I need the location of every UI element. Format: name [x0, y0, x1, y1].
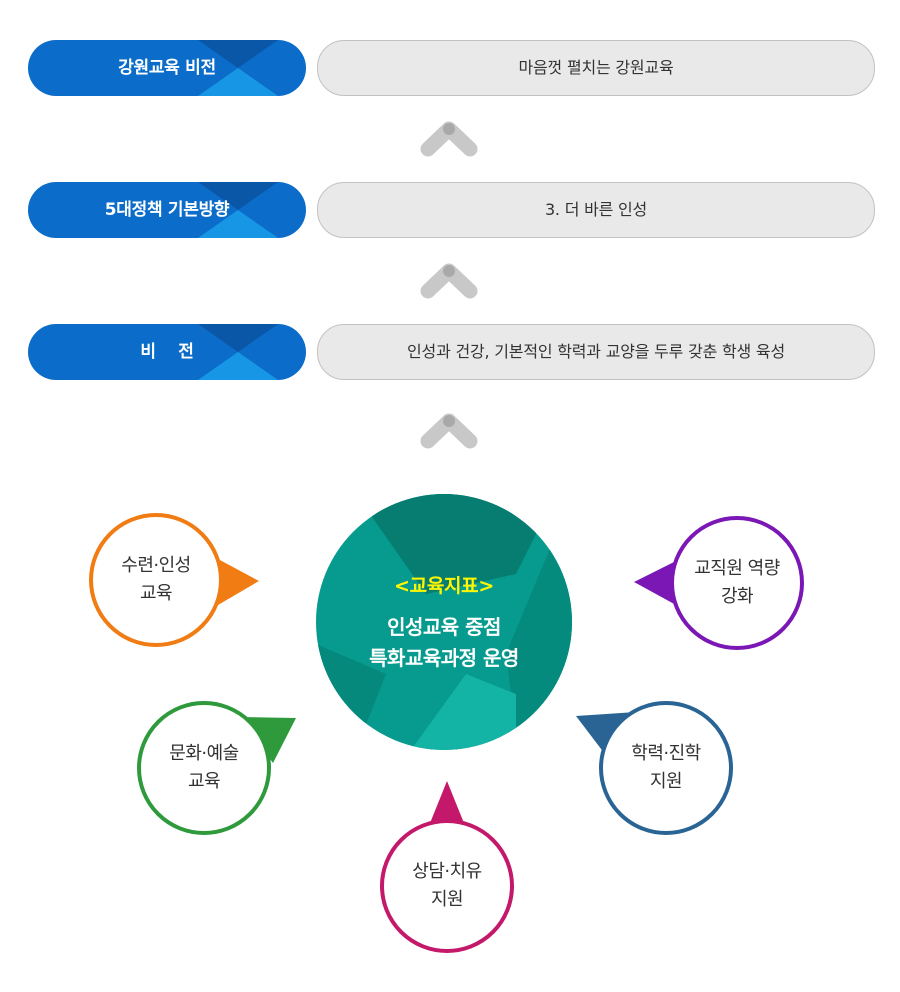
satellite-label: 학력·진학 지원 [596, 698, 736, 838]
satellite-line-2: 지원 [649, 771, 683, 792]
satellite-line-2: 지원 [430, 889, 464, 910]
satellite-line-1: 상담·치유 [412, 861, 482, 882]
center-circle [316, 494, 572, 750]
chevron-up-icon [420, 121, 478, 157]
satellite-ring [576, 701, 733, 835]
goal-label: <교육지표> [394, 574, 494, 597]
pill-decoration [198, 40, 278, 96]
satellite-label: 상담·치유 지원 [374, 813, 520, 959]
satellite-line-1: 교직원 역량 [694, 558, 780, 579]
row-policy-direction: 5대정책 기본방향 3. 더 바른 인성 [0, 181, 900, 239]
chevron-up-icon [420, 413, 478, 449]
label-text: 5대정책 기본방향 [104, 200, 230, 220]
satellite-counseling-healing: 상담·치유 지원 [374, 781, 524, 963]
satellite-staff-competency: 교직원 역량 강화 [634, 511, 814, 661]
pill-decoration [198, 182, 278, 238]
satellite-ring [89, 513, 259, 647]
satellite-line-1: 수련·인성 [121, 555, 191, 576]
label-text: 비 전 [140, 342, 194, 362]
satellite-line-1: 문화·예술 [169, 743, 239, 764]
satellite-ring [634, 516, 804, 650]
center-line-1: 인성교육 중점 [387, 614, 501, 639]
row-vision-gangwon: 강원교육 비전 마음껏 펼치는 강원교육 [0, 39, 900, 97]
value-pill: 3. 더 바른 인성 [317, 182, 875, 238]
satellite-line-2: 교육 [187, 771, 221, 792]
satellite-label: 수련·인성 교육 [86, 509, 226, 651]
satellite-academic-support: 학력·진학 지원 [576, 698, 746, 848]
row-vision: 비 전 인성과 건강, 기본적인 학력과 교양을 두루 갖춘 학생 육성 [0, 323, 900, 381]
satellite-label: 교직원 역량 강화 [672, 511, 802, 655]
satellite-ring [137, 701, 296, 835]
pill-decoration [198, 324, 278, 380]
label-pill: 5대정책 기본방향 [28, 182, 306, 238]
satellite-line-2: 강화 [720, 586, 754, 607]
satellite-culture-arts: 문화·예술 교육 [133, 697, 296, 847]
satellite-training-character: 수련·인성 교육 [86, 509, 259, 659]
label-text: 강원교육 비전 [118, 58, 216, 78]
center-text: <교육지표> 인성교육 중점 특화교육과정 운영 [316, 494, 572, 750]
center-line-2: 특화교육과정 운영 [369, 645, 519, 670]
satellite-line-1: 학력·진학 [631, 743, 701, 764]
satellite-line-2: 교육 [139, 583, 173, 604]
satellite-label: 문화·예술 교육 [133, 697, 275, 839]
value-pill: 마음껏 펼치는 강원교육 [317, 40, 875, 96]
label-pill: 강원교육 비전 [28, 40, 306, 96]
satellite-ring [380, 781, 514, 953]
chevron-up-icon [420, 263, 478, 299]
label-pill: 비 전 [28, 324, 306, 380]
value-pill: 인성과 건강, 기본적인 학력과 교양을 두루 갖춘 학생 육성 [317, 324, 875, 380]
